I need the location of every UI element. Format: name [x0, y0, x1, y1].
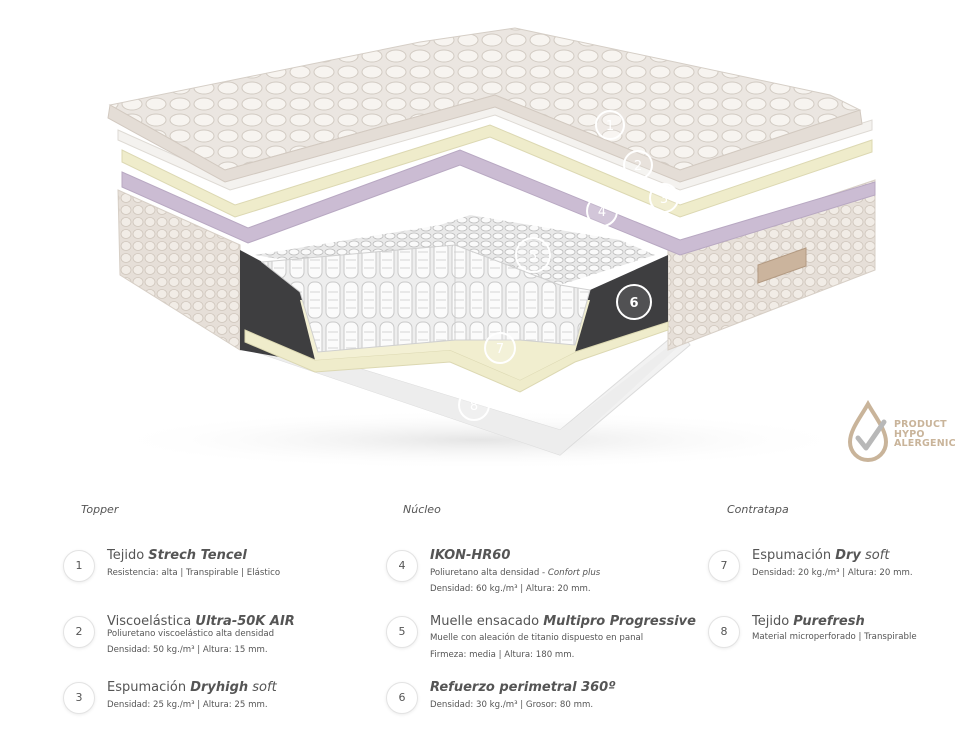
perimeter-wall-right [575, 255, 668, 352]
svg-text:2: 2 [634, 159, 642, 174]
column-heading-contratapa: Contratapa [727, 503, 789, 516]
handle [757, 247, 807, 284]
svg-text:8: 8 [470, 399, 478, 414]
topper-edge [107, 94, 863, 183]
item-title: Refuerzo perimetral 360º [430, 680, 616, 695]
badge-line-1: PRODUCT [894, 419, 947, 430]
badge-line-2: HYPO [894, 428, 925, 440]
mattress-side-left [117, 189, 241, 351]
hypoallergenic-badge: PRODUCT HYPO ALERGENIC [842, 400, 966, 464]
number-badge: 3 [63, 682, 95, 714]
item-title: IKON-HR60 [430, 548, 511, 563]
callout-8[interactable]: 8 [458, 389, 490, 421]
item-title: Muelle ensacado Multipro Progressive [430, 614, 696, 629]
svg-text:1: 1 [606, 119, 614, 134]
callout-3[interactable]: 3 [649, 183, 679, 213]
item-description: Muelle con aleación de titanio dispuesto… [430, 633, 644, 643]
item-description: Poliuretano viscoelástico alta densidad [107, 629, 275, 639]
svg-text:4: 4 [598, 205, 606, 220]
callout-4[interactable]: 4 [586, 195, 618, 227]
item-title: Espumación Dry soft [752, 548, 890, 563]
layer-yellow-foam [121, 124, 873, 218]
item-title: Tejido Strech Tencel [107, 548, 247, 563]
svg-text:7: 7 [496, 342, 504, 357]
svg-text:5: 5 [529, 249, 537, 264]
item-title: Espumación Dryhigh soft [107, 680, 277, 695]
column-heading-nucleo: Núcleo [403, 503, 441, 516]
callout-7[interactable]: 7 [484, 332, 516, 364]
item-specs: Densidad: 60 kg./m³ | Altura: 20 mm. [430, 584, 591, 594]
column-heading-topper: Topper [81, 503, 119, 516]
svg-text:6: 6 [629, 296, 638, 311]
callout-5[interactable]: 5 [515, 237, 551, 273]
item-title: Tejido Purefresh [752, 614, 865, 629]
spring-core-front [260, 244, 456, 353]
item-specs: Densidad: 50 kg./m³ | Altura: 15 mm. [107, 645, 268, 655]
number-badge: 2 [63, 616, 95, 648]
callout-6[interactable]: 6 [616, 284, 652, 320]
drop-check-icon [847, 400, 889, 462]
item-description: Poliuretano alta densidad - Confort plus [430, 568, 601, 578]
perimeter-wall-left [240, 250, 325, 365]
item-title: Viscoelástica Ultra-50K AIR [107, 614, 295, 629]
number-badge: 1 [63, 550, 95, 582]
number-badge: 5 [386, 616, 418, 648]
svg-text:3: 3 [660, 192, 668, 207]
item-description: Densidad: 20 kg./m³ | Altura: 20 mm. [752, 568, 913, 578]
badge-line-3: ALERGENIC [894, 438, 956, 449]
number-badge: 6 [386, 682, 418, 714]
item-specs: Firmeza: media | Altura: 180 mm. [430, 650, 575, 660]
callout-2[interactable]: 2 [623, 150, 653, 180]
item-description: Resistencia: alta | Transpirable | Elást… [107, 568, 281, 578]
number-badge: 7 [708, 550, 740, 582]
item-description: Densidad: 25 kg./m³ | Altura: 25 mm. [107, 700, 268, 710]
number-badge: 8 [708, 616, 740, 648]
number-badge: 4 [386, 550, 418, 582]
item-description: Densidad: 30 kg./m³ | Grosor: 80 mm. [430, 700, 594, 710]
item-description: Material microperforado | Transpirable [752, 632, 917, 642]
mattress-illustration: 1 2 3 4 5 6 7 8 [100, 27, 876, 470]
callout-1[interactable]: 1 [595, 110, 625, 140]
layer-purple-foam [121, 149, 876, 256]
